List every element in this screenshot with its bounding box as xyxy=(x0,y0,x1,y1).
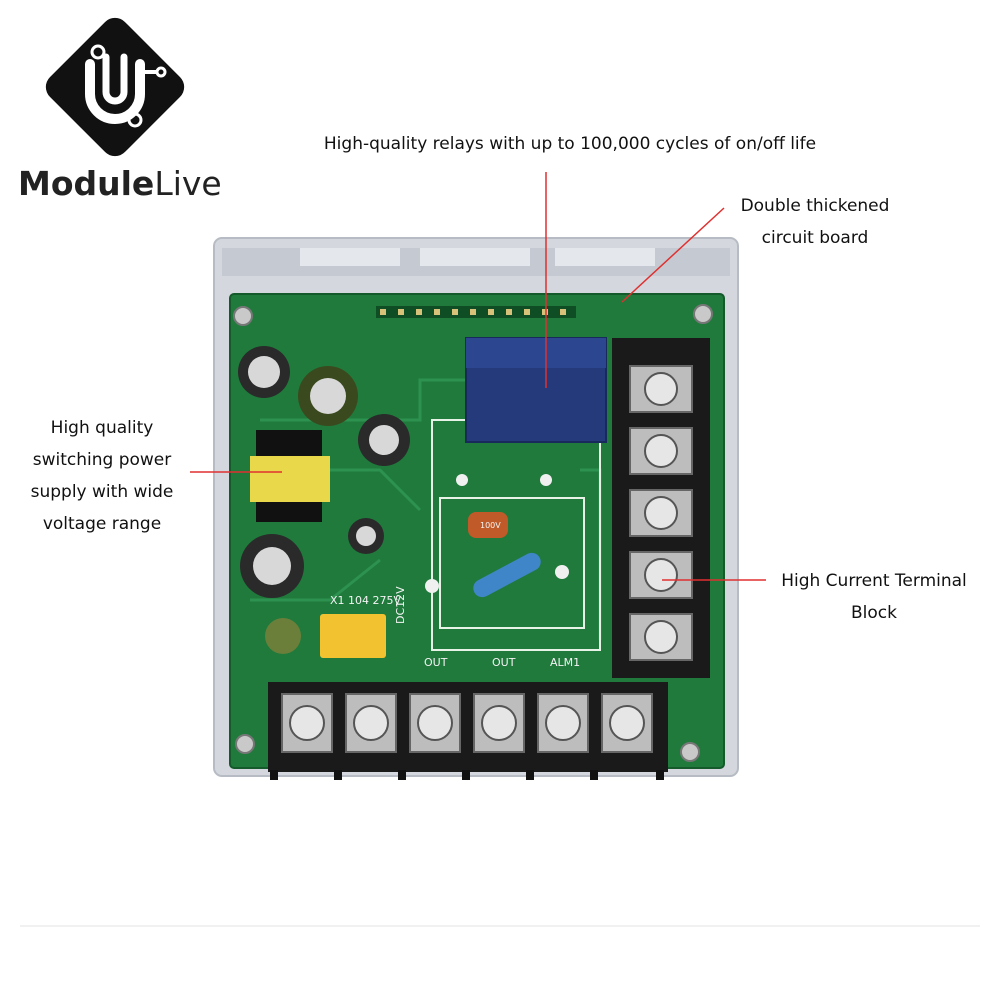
callout-psu-line1: High quality xyxy=(50,418,154,438)
corner-screws xyxy=(233,304,713,762)
circuit-u-logo-icon xyxy=(45,17,185,157)
coil xyxy=(265,618,301,654)
silk-100v: 100V xyxy=(480,521,501,530)
callout-relays: High-quality relays with up to 100,000 c… xyxy=(300,128,840,160)
brand-name: ModuleLive xyxy=(18,164,222,203)
callout-psu-line2: switching power xyxy=(32,450,172,470)
callout-terminal-block: High Current Terminal Block xyxy=(768,565,980,629)
callout-terminal-line2: Block xyxy=(851,603,897,623)
brand-name-part1: Module xyxy=(18,164,155,203)
silk-out-2: OUT xyxy=(492,656,516,669)
callout-board-line2: circuit board xyxy=(761,228,869,248)
x-capacitor xyxy=(320,614,386,658)
brand-name-part2: Live xyxy=(154,164,222,203)
ceramic-capacitor xyxy=(468,512,508,538)
pin-header xyxy=(376,306,576,318)
resistor xyxy=(473,552,541,598)
callout-board-line1: Double thickened xyxy=(740,196,890,216)
silk-alm1: ALM1 xyxy=(550,656,580,669)
bottom-terminal-block xyxy=(268,682,668,780)
silk-out-1: OUT xyxy=(424,656,448,669)
callout-circuit-board: Double thickened circuit board xyxy=(730,190,900,254)
callout-leader-lines xyxy=(190,172,766,581)
silk-x-cap: X1 104 275V xyxy=(330,594,402,607)
callout-psu-line4: voltage range xyxy=(42,514,162,534)
callout-terminal-line1: High Current Terminal xyxy=(781,571,967,591)
callout-power-supply: High quality switching power supply with… xyxy=(10,412,194,540)
callout-psu-line3: supply with wide xyxy=(30,482,174,502)
silk-dc12v: DC12V xyxy=(394,586,407,624)
electrolytic-capacitors xyxy=(238,346,410,598)
right-terminal-block xyxy=(612,338,710,678)
transformer xyxy=(250,430,330,522)
callout-relays-text: High-quality relays with up to 100,000 c… xyxy=(323,134,817,154)
brand-logo xyxy=(40,12,190,162)
